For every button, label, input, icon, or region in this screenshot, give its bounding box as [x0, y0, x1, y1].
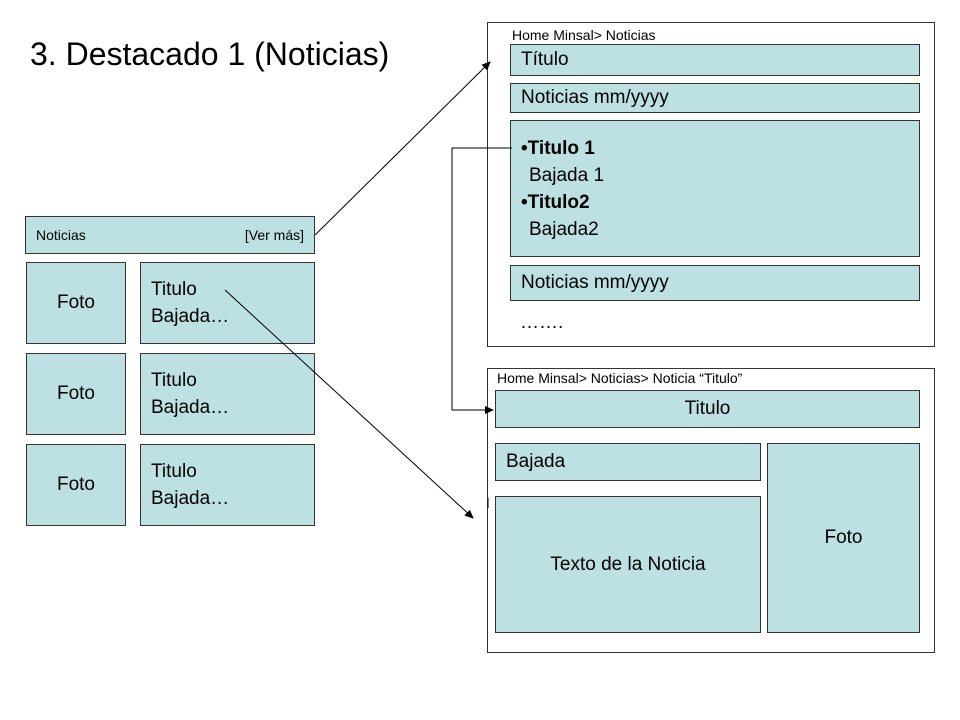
arrow-entry-to-detail: [451, 147, 512, 414]
widget-item-photo: Foto: [26, 353, 126, 435]
widget-item-photo: Foto: [26, 444, 126, 526]
widget-header-label: Noticias: [36, 227, 86, 243]
widget-item-summary: Bajada…: [151, 397, 230, 418]
widget-item-title: Titulo: [151, 461, 197, 482]
news-entry-title[interactable]: Titulo2: [527, 191, 590, 213]
detail-title: Titulo: [495, 390, 920, 428]
widget-item-text[interactable]: Titulo Bajada…: [140, 353, 315, 435]
detail-body: Texto de la Noticia: [495, 496, 761, 633]
news-entry-summary: Bajada 1: [529, 164, 605, 186]
news-entry[interactable]: •Titulo 1 Bajada 1: [521, 135, 919, 189]
page-title: Título: [510, 44, 920, 76]
news-entry-summary: Bajada2: [529, 218, 599, 240]
widget-item-summary: Bajada…: [151, 306, 230, 327]
more-indicator: …….: [520, 312, 564, 333]
widget-item-text[interactable]: Titulo Bajada…: [140, 444, 315, 526]
widget-item-title: Titulo: [151, 370, 197, 391]
bullet-icon: •: [521, 137, 528, 159]
news-entries: •Titulo 1 Bajada 1 •Titulo2 Bajada2: [510, 120, 920, 257]
arrow-item-to-detail: [224, 289, 474, 519]
slide-title: 3. Destacado 1 (Noticias): [30, 36, 390, 72]
ver-mas-link[interactable]: [Ver más]: [244, 227, 304, 243]
widget-item-photo: Foto: [26, 262, 126, 344]
detail-photo: Foto: [767, 443, 920, 633]
widget-header: Noticias [Ver más]: [25, 216, 315, 254]
breadcrumb: Home Minsal> Noticias: [512, 27, 656, 43]
month-header: Noticias mm/yyyy: [510, 265, 920, 301]
breadcrumb: Home Minsal> Noticias> Noticia “Titulo”: [497, 370, 743, 386]
arrow-ver-mas-to-list: [314, 61, 491, 236]
news-entry-title[interactable]: Titulo 1: [527, 137, 595, 159]
widget-item-title: Titulo: [151, 279, 197, 300]
month-header: Noticias mm/yyyy: [510, 83, 920, 113]
widget-item-summary: Bajada…: [151, 488, 230, 509]
news-entry[interactable]: •Titulo2 Bajada2: [521, 189, 919, 243]
widget-item-text[interactable]: Titulo Bajada…: [140, 262, 315, 344]
detail-summary: Bajada: [495, 443, 761, 481]
bullet-icon: •: [521, 191, 528, 213]
